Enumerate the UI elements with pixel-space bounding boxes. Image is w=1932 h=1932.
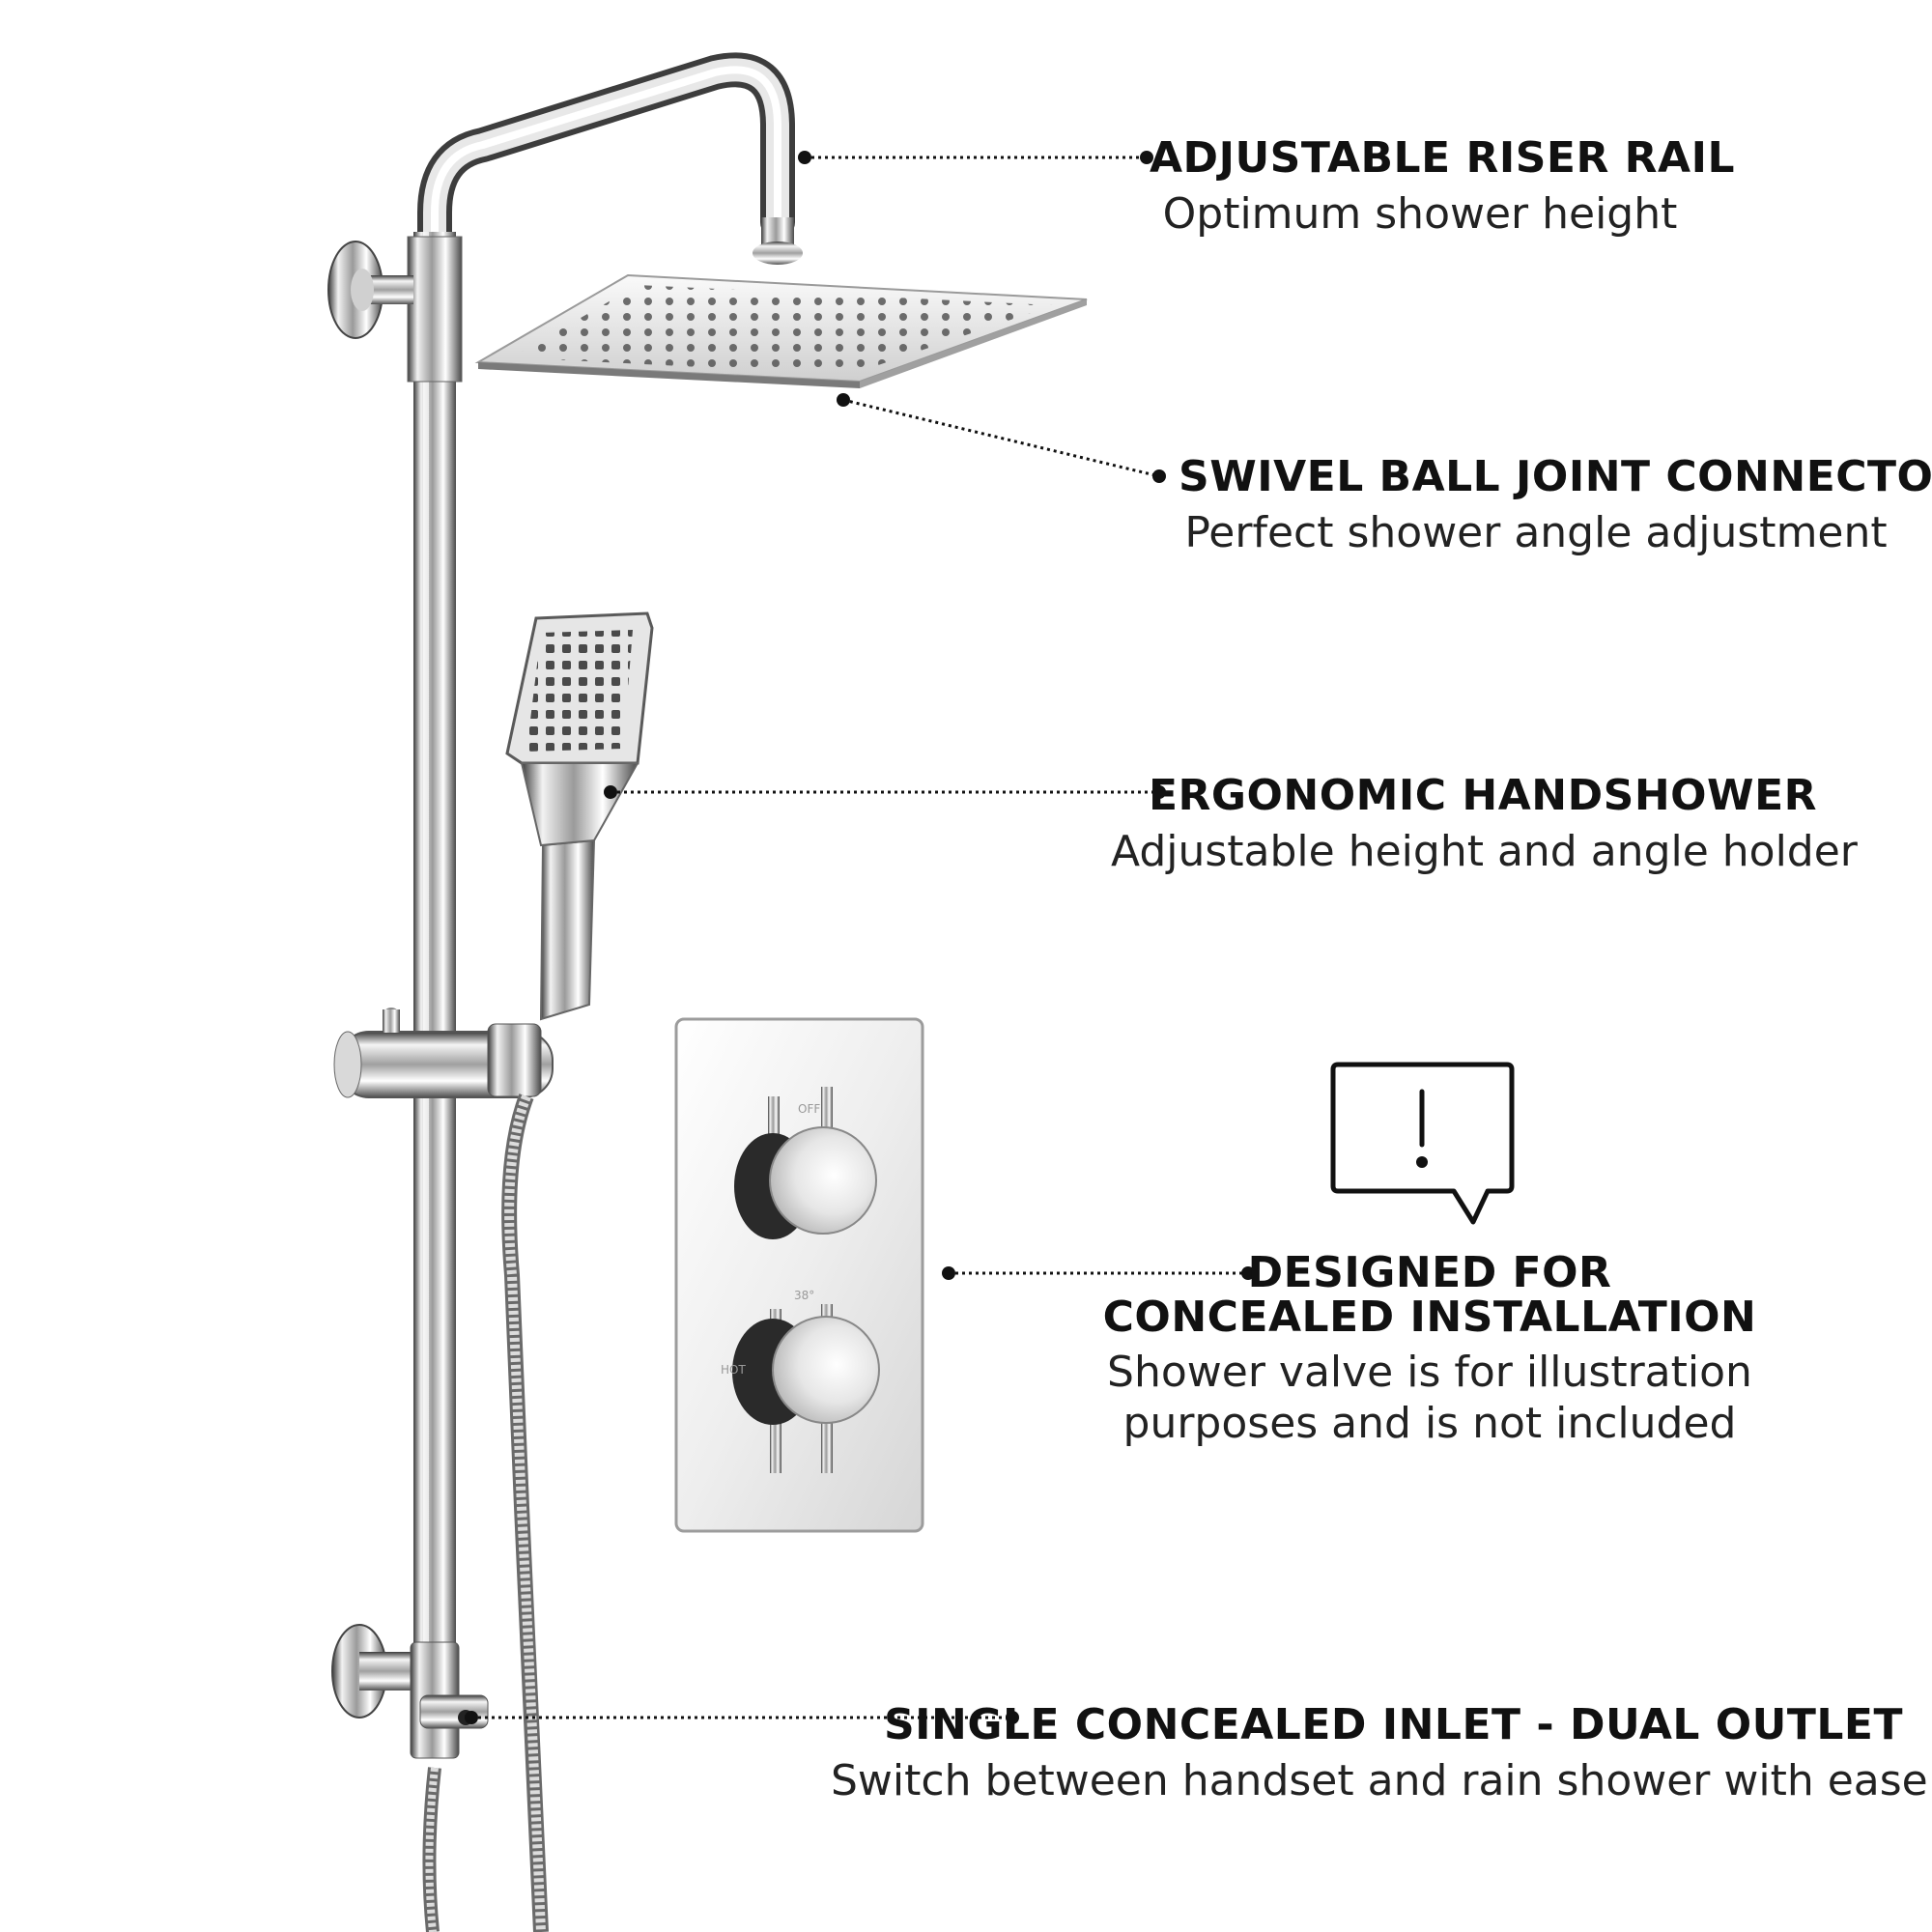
callout-desc-line2: purposes and is not included [1122, 1398, 1737, 1448]
riser-rail [407, 232, 463, 1758]
thermostatic-valve: OFF 38° HOT [674, 1017, 924, 1533]
diverter-inlet [331, 1624, 489, 1759]
valve-off-marking: OFF [798, 1102, 820, 1116]
callout-desc: Switch between handset and rain shower w… [831, 1756, 1928, 1806]
leader-swivel [842, 398, 1160, 478]
callout-title-line2: CONCEALED INSTALLATION [1102, 1293, 1757, 1343]
shower-hose [422, 1094, 549, 1932]
callout-desc: Adjustable height and angle holder [1111, 827, 1858, 877]
swivel-ball-joint [753, 217, 803, 265]
valve-hot-marking: HOT [721, 1363, 746, 1377]
callout-desc: Perfect shower angle adjustment [1184, 508, 1888, 558]
callout-swivel-joint: SWIVEL BALL JOINT CONNECTOR Perfect show… [1179, 452, 1932, 558]
upper-wall-bracket [327, 241, 413, 339]
leader-dots [465, 151, 1255, 1724]
rain-shower-head [474, 273, 1088, 388]
callout-inlet-outlet: SINGLE CONCEALED INLET - DUAL OUTLET Swi… [831, 1700, 1928, 1806]
callout-riser-rail: ADJUSTABLE RISER RAIL Optimum shower hei… [1150, 133, 1736, 240]
callout-desc: Optimum shower height [1162, 189, 1678, 240]
callout-title: SWIVEL BALL JOINT CONNECTOR [1179, 452, 1932, 501]
hand-shower [505, 611, 654, 1021]
callout-title: ERGONOMIC HANDSHOWER [1148, 771, 1818, 820]
riser-arm [417, 52, 795, 254]
leader-lines [471, 156, 1248, 1719]
callout-title: SINGLE CONCEALED INLET - DUAL OUTLET [883, 1700, 1903, 1749]
callout-concealed-installation: DESIGNED FOR CONCEALED INSTALLATION Show… [1101, 1248, 1758, 1448]
exclamation-speech-bubble-icon [1330, 1062, 1515, 1225]
valve-temp-marking: 38° [794, 1289, 814, 1302]
callout-handshower: ERGONOMIC HANDSHOWER Adjustable height a… [1111, 771, 1858, 877]
callout-title-line1: DESIGNED FOR [1247, 1248, 1612, 1297]
callout-title: ADJUSTABLE RISER RAIL [1150, 133, 1736, 183]
callout-desc-line1: Shower valve is for illustration [1107, 1348, 1752, 1398]
slide-holder [333, 1008, 554, 1098]
